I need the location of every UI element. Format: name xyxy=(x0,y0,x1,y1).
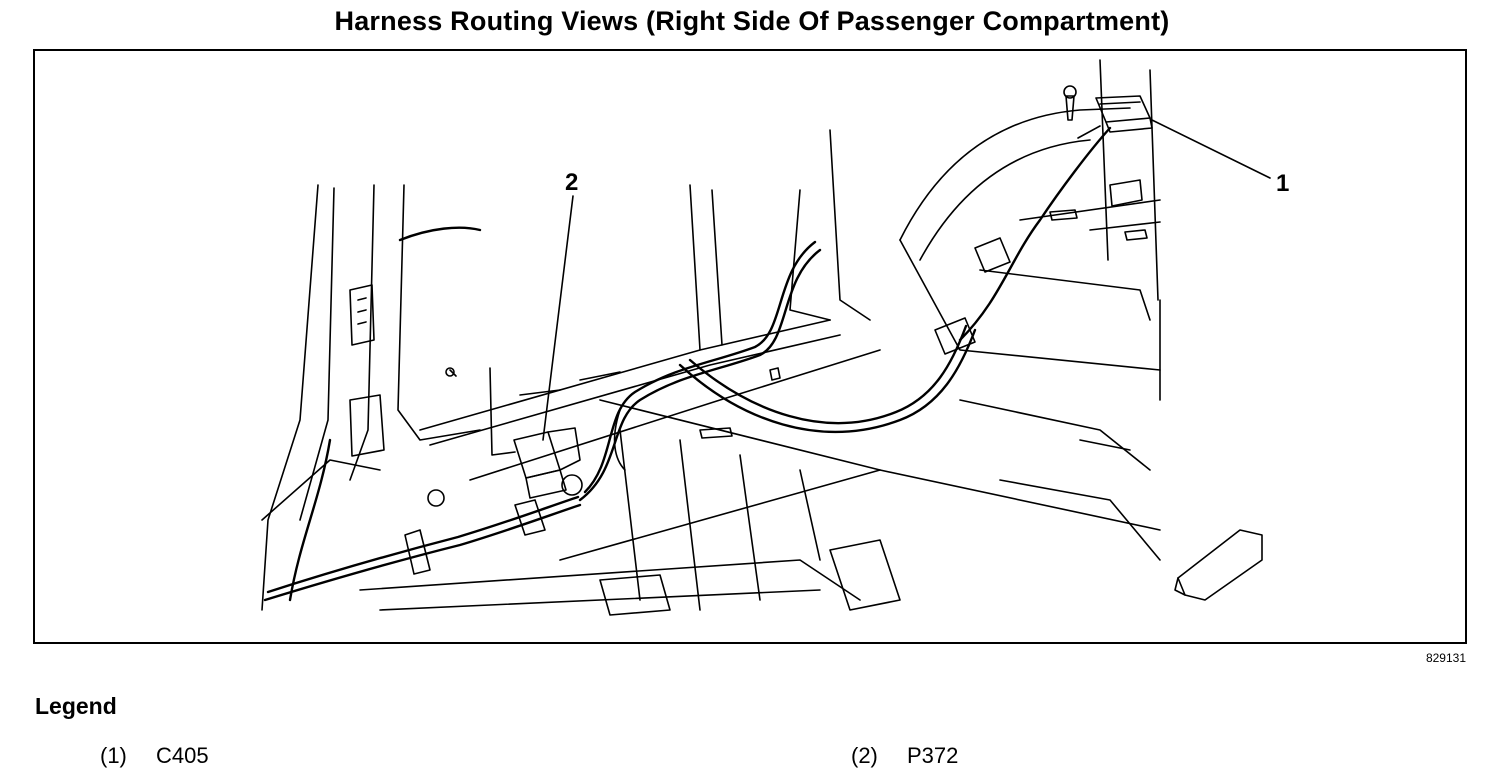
rocker-panel xyxy=(419,319,881,481)
forward-arrow-icon xyxy=(1174,529,1263,601)
legend-title: Legend xyxy=(35,693,117,719)
p372-connector xyxy=(445,367,583,499)
diagram-title: Harness Routing Views (Right Side Of Pas… xyxy=(334,6,1170,36)
figure-id: 829131 xyxy=(1425,651,1466,665)
leader-line-2 xyxy=(542,195,574,441)
legend-item-label: P372 xyxy=(907,743,959,768)
floor-panel xyxy=(359,399,1161,616)
callout-2: 2 xyxy=(565,169,578,196)
legend-item-1: (1) C405 xyxy=(100,743,209,769)
legend-item-number: (2) xyxy=(851,743,878,768)
diagram-frame xyxy=(33,49,1467,644)
c405-connector xyxy=(1063,85,1153,139)
leader-line-1 xyxy=(1151,119,1271,179)
b-pillar xyxy=(261,184,481,611)
legend-item-number: (1) xyxy=(100,743,127,768)
door-opening xyxy=(689,129,871,351)
harness-clip xyxy=(404,237,1011,575)
callout-1: 1 xyxy=(1276,170,1289,197)
legend-item-2: (2) P372 xyxy=(851,743,958,769)
wheelhouse xyxy=(899,59,1161,401)
wire-harness xyxy=(263,126,1112,602)
legend-item-label: C405 xyxy=(156,743,209,768)
